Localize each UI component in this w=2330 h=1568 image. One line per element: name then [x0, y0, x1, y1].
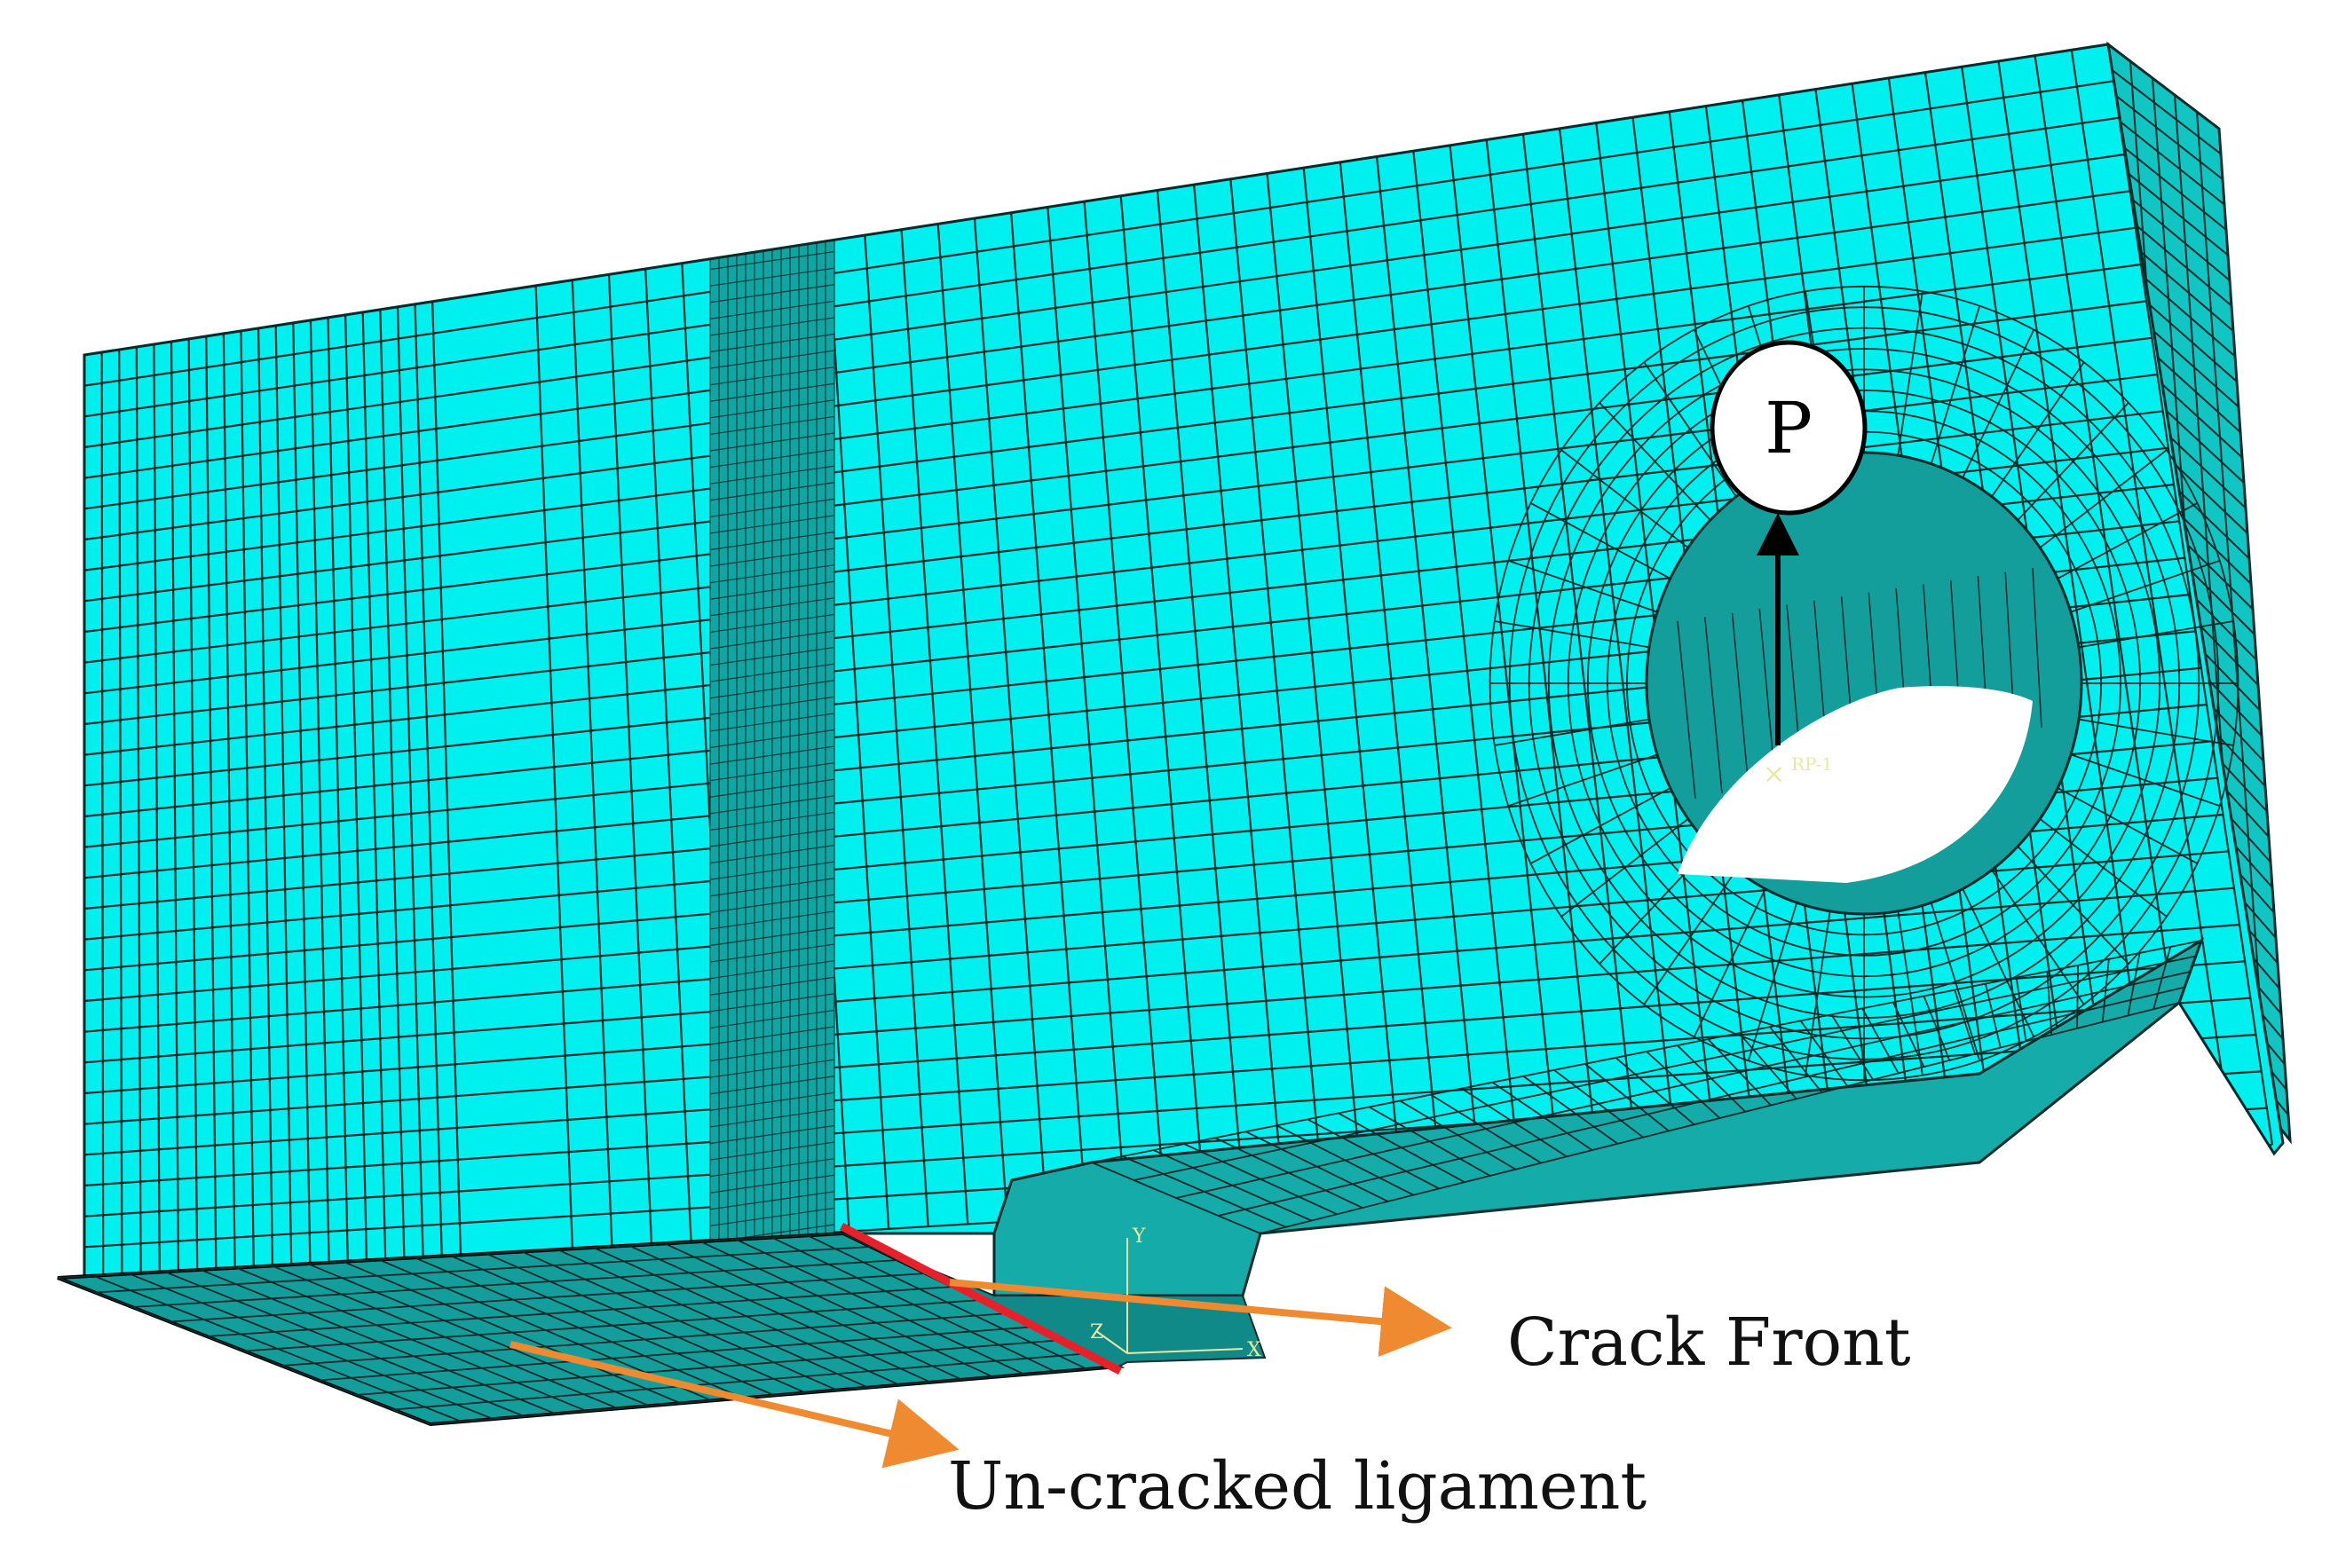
triad-z-label: Z — [1090, 1321, 1103, 1343]
svg-text:×: × — [1763, 759, 1785, 790]
ligament-face — [57, 1231, 1267, 1427]
ligament-arrow — [509, 1341, 960, 1469]
ligament-label: Un-cracked ligament — [948, 1448, 1647, 1525]
right-end-face — [2106, 41, 2292, 1145]
triad-y-label: Y — [1132, 1225, 1146, 1248]
reference-point-marker: × RP-1 — [1763, 753, 1833, 790]
triad-x-label: X — [1247, 1339, 1261, 1361]
pin-hole — [1489, 285, 2239, 1082]
crack-front-line — [839, 1223, 1123, 1375]
coordinate-triad: Y X Z — [1090, 1225, 1261, 1361]
lower-web-band — [992, 937, 2204, 1297]
reference-point-label: RP-1 — [1791, 753, 1833, 775]
load-label-circle: P — [1710, 340, 1868, 516]
crack-front-label: Crack Front — [1507, 1304, 1911, 1381]
crack-front-arrow — [949, 1279, 1452, 1358]
load-label: P — [1765, 387, 1813, 469]
